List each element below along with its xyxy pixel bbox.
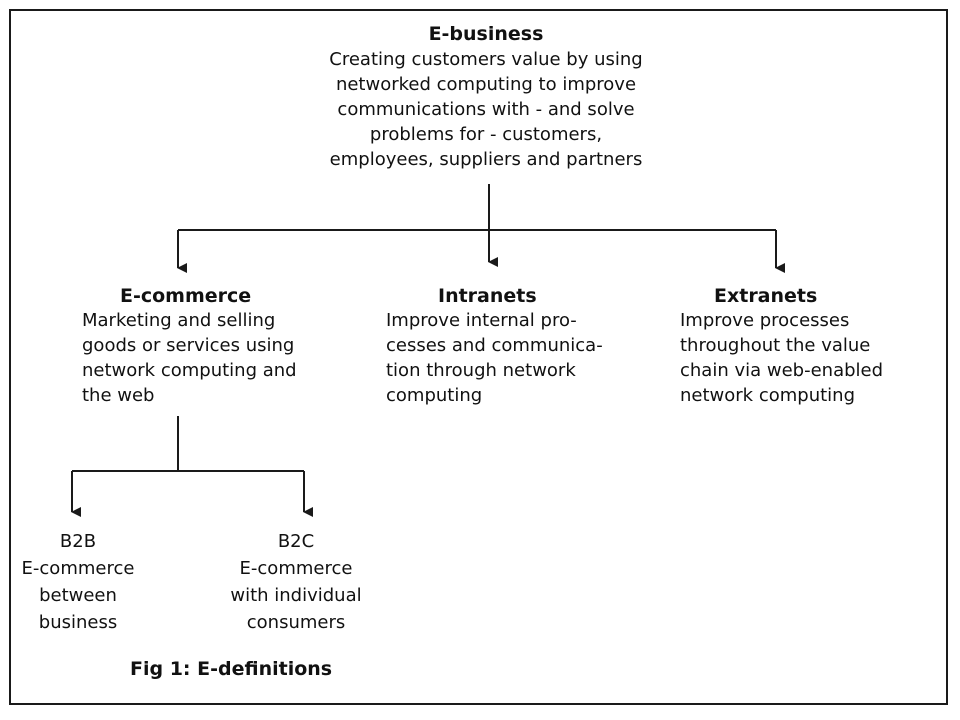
b2c-node: B2C E-commerce with individual consumers — [216, 528, 376, 636]
ebusiness-description-line: problems for - customers, — [369, 124, 603, 145]
intranets-description-line: computing — [386, 385, 483, 406]
ecommerce-description-line: Marketing and selling — [82, 310, 276, 331]
extranets-node: Extranets Improve processes throughout t… — [680, 284, 940, 408]
intranets-description-line: cesses and communica- — [386, 335, 603, 356]
extranets-description-line: throughout the value — [680, 335, 871, 356]
ecommerce-node: E-commerce Marketing and selling goods o… — [82, 284, 352, 408]
b2b-description-line: E-commerce — [21, 558, 135, 579]
ebusiness-description-line: communications with - and solve — [337, 99, 635, 120]
extranets-description-line: network computing — [680, 385, 855, 406]
ebusiness-description-line: employees, suppliers and partners — [329, 149, 643, 170]
intranets-node: Intranets Improve internal pro- cesses a… — [386, 284, 646, 408]
b2b-node: B2B E-commerce between business — [8, 528, 148, 636]
intranets-title: Intranets — [438, 285, 537, 307]
b2c-description-line: E-commerce — [239, 558, 353, 579]
ebusiness-description-line: Creating customers value by using — [329, 49, 643, 70]
extranets-title: Extranets — [714, 285, 818, 307]
ecommerce-description-line: the web — [82, 385, 155, 406]
b2b-label: B2B — [59, 531, 97, 552]
b2c-description-line: with individual — [230, 585, 362, 606]
extranets-description-line: chain via web-enabled — [680, 360, 884, 381]
b2c-description-line: consumers — [246, 612, 346, 633]
ecommerce-description-line: network computing and — [82, 360, 297, 381]
b2b-description-line: between — [39, 585, 117, 606]
intranets-description-line: Improve internal pro- — [386, 310, 577, 331]
diagram-frame — [9, 9, 948, 705]
ebusiness-description-line: networked computing to improve — [335, 74, 637, 95]
ecommerce-title: E-commerce — [120, 285, 252, 307]
ebusiness-title: E-business — [428, 23, 544, 45]
b2c-label: B2C — [277, 531, 315, 552]
figure-caption: Fig 1: E-definitions — [130, 658, 333, 680]
ebusiness-node: E-business Creating customers value by u… — [286, 22, 686, 172]
intranets-description-line: tion through network — [386, 360, 576, 381]
extranets-description-line: Improve processes — [680, 310, 850, 331]
ecommerce-description-line: goods or services using — [82, 335, 295, 356]
b2b-description-line: business — [38, 612, 118, 633]
